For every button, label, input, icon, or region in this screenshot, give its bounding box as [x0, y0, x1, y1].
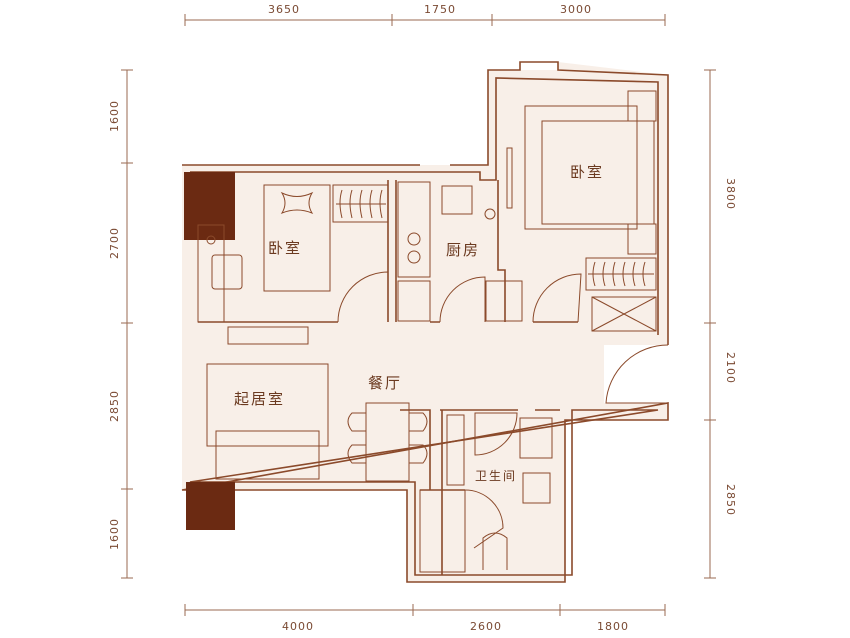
bed-right — [541, 120, 655, 225]
room-label-bedroom-left: 卧室 — [268, 239, 302, 257]
kitchen-counter — [397, 181, 431, 278]
door-bathroom[interactable] — [474, 412, 518, 456]
fridge-kitchen — [397, 280, 431, 322]
door-bedroom-right[interactable] — [532, 273, 582, 323]
toilet — [482, 532, 508, 570]
room-label-dining: 餐厅 — [368, 374, 402, 392]
lamp-icon — [206, 235, 216, 245]
tv-screen — [506, 147, 513, 209]
dim-label: 2850 — [724, 484, 737, 516]
nightstand — [627, 90, 657, 122]
washer — [446, 414, 465, 486]
sink — [441, 185, 473, 215]
dining-table — [365, 402, 410, 482]
dining-chairs — [347, 412, 428, 464]
dim-label: 1600 — [108, 518, 121, 550]
dim-label: 1800 — [597, 620, 629, 633]
room-label-bedroom-right: 卧室 — [570, 163, 604, 181]
dim-label: 1600 — [108, 100, 121, 132]
pillow-icon — [280, 191, 314, 215]
dim-label: 3800 — [724, 178, 737, 210]
column-top-left — [184, 172, 235, 240]
stove-burner-icon — [407, 232, 421, 246]
bathtub-shower — [519, 417, 553, 459]
dimension-right: 3800 2100 2850 — [704, 69, 737, 579]
wardrobe-hangers — [588, 261, 654, 287]
cabinet — [591, 296, 657, 332]
wash-basin — [522, 472, 551, 504]
room-label-kitchen: 厨房 — [446, 241, 480, 259]
dimension-bottom: 4000 2600 1800 — [184, 604, 666, 633]
cabinet-cross — [591, 296, 657, 332]
stove-burner-icon — [407, 250, 421, 264]
dimension-left: 1600 2700 2850 1600 — [108, 69, 133, 579]
dim-label: 2100 — [724, 352, 737, 384]
rug-living — [206, 363, 329, 447]
gas-meter-icon — [484, 208, 496, 220]
dim-label: 1750 — [424, 3, 456, 16]
wardrobe-left — [332, 184, 389, 223]
bed-left — [263, 184, 331, 292]
shower-door[interactable] — [464, 489, 504, 549]
rug-right — [524, 105, 638, 230]
entrance-door[interactable] — [605, 344, 669, 404]
door-kitchen[interactable] — [439, 276, 486, 323]
desk — [197, 224, 225, 323]
shower-area — [419, 489, 466, 573]
interior-walls — [198, 180, 578, 575]
fridge-right — [485, 280, 523, 322]
room-label-living: 起居室 — [234, 390, 285, 408]
sofa — [215, 430, 320, 480]
dim-label: 3650 — [268, 3, 300, 16]
column-bottom-left — [186, 482, 235, 530]
dim-label: 2850 — [108, 390, 121, 422]
tv-cabinet — [227, 326, 309, 345]
dim-label: 2700 — [108, 227, 121, 259]
room-label-bathroom: 卫生间 — [475, 469, 517, 483]
nightstand — [627, 223, 657, 255]
dim-label: 3000 — [560, 3, 592, 16]
dim-label: 2600 — [470, 620, 502, 633]
floor-area — [182, 62, 668, 582]
dim-label: 4000 — [282, 620, 314, 633]
wardrobe-hangers — [336, 189, 386, 219]
wardrobe-right — [585, 257, 657, 291]
dimension-top: 3650 1750 3000 — [184, 3, 666, 26]
door-bedroom-left[interactable] — [337, 271, 389, 323]
chair — [211, 254, 243, 290]
